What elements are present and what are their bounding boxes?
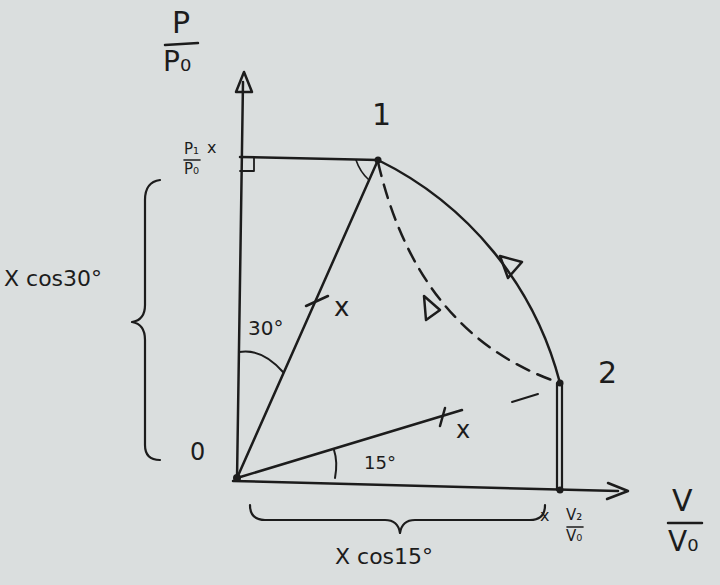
point-label: 2 <box>598 358 617 388</box>
process-arc <box>378 160 560 383</box>
x-arrowhead <box>607 483 628 499</box>
radius-line <box>237 410 462 478</box>
fraction-bar <box>668 522 702 525</box>
tick-mark <box>512 394 538 402</box>
axis-value: P₁ <box>184 142 199 157</box>
tick-mark <box>306 296 328 306</box>
length-label: x <box>334 294 349 320</box>
angle-arc <box>239 351 283 372</box>
vertical-line <box>557 383 562 490</box>
y-arrowhead <box>236 72 252 92</box>
axis-label: V <box>672 486 693 516</box>
point-label: 0 <box>190 440 205 464</box>
dimension-label: X cos15° <box>335 546 433 568</box>
axis-value: V₀ <box>566 529 582 544</box>
brace <box>132 180 160 460</box>
y-axis <box>237 82 243 480</box>
fraction-bar <box>567 526 583 528</box>
axis-label: P₀ <box>163 48 191 76</box>
axis-label: P <box>172 8 190 38</box>
point-label: 1 <box>372 100 391 130</box>
fraction-bar <box>165 43 198 45</box>
level-line <box>240 157 378 160</box>
angle-label: 30° <box>248 318 283 338</box>
axis-label: V₀ <box>668 528 698 556</box>
brace <box>250 505 545 533</box>
direction-arrow <box>424 296 440 320</box>
angle-mark <box>356 160 369 180</box>
point-dot <box>557 487 564 494</box>
tick-mark <box>440 408 445 426</box>
fraction-bar <box>184 159 200 161</box>
dimension-label: X cos30° <box>4 268 102 290</box>
point-dot <box>375 157 382 164</box>
direction-arrow <box>500 256 522 278</box>
right-angle-mark <box>240 158 254 171</box>
axis-value: P₀ <box>184 162 199 177</box>
point-dot <box>557 380 564 387</box>
point-dot <box>233 474 241 482</box>
axis-mark: x <box>207 140 216 156</box>
length-label: x <box>456 418 470 442</box>
dashed-process <box>378 162 560 383</box>
axis-mark: x <box>540 508 549 524</box>
radius-line <box>237 160 378 478</box>
angle-arc <box>334 450 336 478</box>
axis-value: V₂ <box>566 508 582 523</box>
angle-label: 15° <box>364 454 396 472</box>
